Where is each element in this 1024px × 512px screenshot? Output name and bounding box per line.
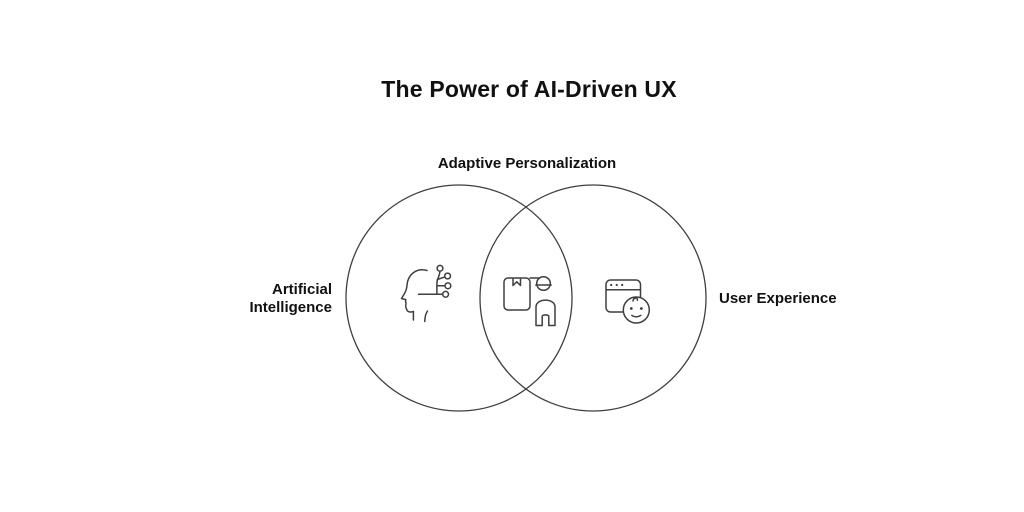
person-with-box-icon <box>503 275 556 327</box>
browser-dot <box>621 283 624 287</box>
left-circle-artificial-intelligence <box>345 184 573 412</box>
right-circle-user-experience <box>479 184 707 412</box>
smiley-mouth <box>631 314 642 318</box>
left-set-label-line1: Artificial <box>271 281 332 298</box>
browser-dot <box>615 283 618 287</box>
smiley-face <box>622 296 651 324</box>
circuit-node <box>444 282 452 290</box>
head-profile-outline <box>400 269 428 321</box>
browser-dot <box>610 283 613 287</box>
browser-smiley-icon <box>605 279 651 324</box>
circuit-node <box>436 264 444 272</box>
circuit-trace <box>436 270 441 296</box>
page-title: The Power of AI-Driven UX <box>381 76 677 102</box>
smiley-eye <box>629 307 633 310</box>
intersection-label: Adaptive Personalization <box>437 155 617 172</box>
left-set-label-line2: Intelligence <box>249 299 332 316</box>
right-set-label: User Experience <box>719 290 837 307</box>
circuit-trace <box>436 276 446 281</box>
person-head <box>535 275 552 292</box>
circuit-node <box>443 272 452 280</box>
box-outline <box>503 277 531 311</box>
circuit-node <box>441 290 450 298</box>
shoulder-line <box>424 310 429 323</box>
left-set-label: Artificial Intelligence <box>249 281 332 317</box>
smiley-eye <box>640 307 643 310</box>
hair-curl <box>632 297 639 302</box>
ai-head-circuit-icon <box>400 264 452 323</box>
box-tape-flap <box>512 277 522 287</box>
person-torso <box>535 299 556 327</box>
